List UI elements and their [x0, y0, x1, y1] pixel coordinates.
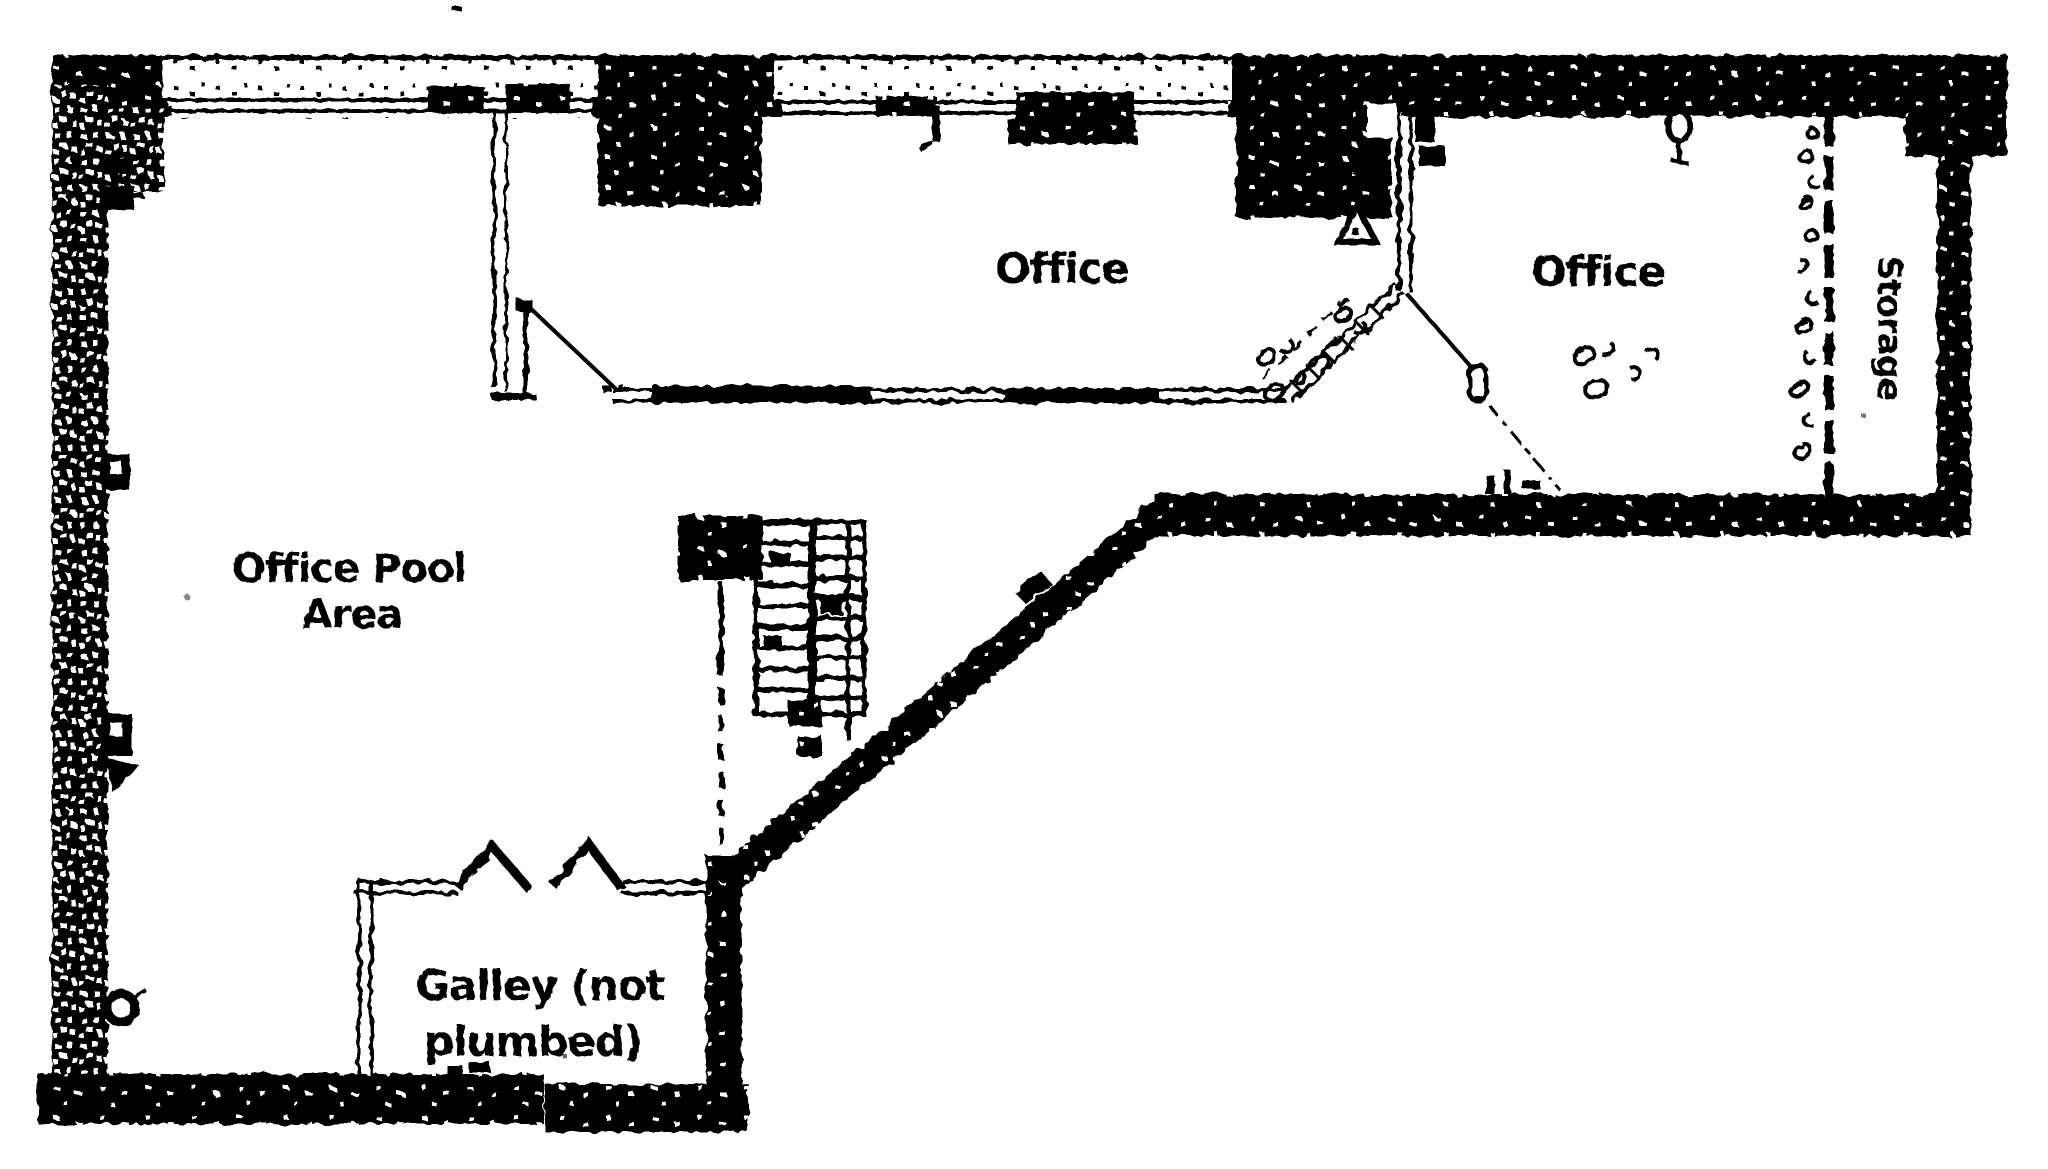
door-swing-icon	[549, 835, 626, 892]
warning-triangle-outline-icon	[1333, 199, 1381, 245]
stray-speck	[452, 6, 461, 11]
door-swing-icon	[453, 839, 533, 892]
handwritten-note-scribble	[1572, 340, 1661, 400]
stairs-landing-block	[678, 516, 762, 580]
office-right-label: Office	[1531, 247, 1665, 296]
switch-mark	[1415, 116, 1435, 142]
wall-outlet-icon	[102, 454, 130, 490]
office-top-label: Office	[995, 244, 1129, 293]
top-wall-pier-left	[598, 100, 762, 206]
mid-horizontal-wall	[1155, 494, 1971, 536]
galley-label-line2: plumbed)	[424, 1017, 642, 1066]
tick-mark	[1522, 480, 1540, 489]
tick-mark	[1486, 476, 1495, 495]
tick-mark	[1504, 470, 1511, 494]
office-pool-label-line1: Office Pool	[232, 546, 466, 592]
ceiling-fixture-icon	[1665, 108, 1693, 166]
door-stop-dot	[617, 384, 623, 389]
handwritten-note-scribble	[1256, 306, 1368, 403]
storage-label: Storage	[1869, 256, 1909, 400]
door-stop-dot	[602, 386, 611, 392]
window-bands	[162, 60, 1397, 138]
stray-speck	[562, 1054, 567, 1058]
right-wall	[1937, 150, 1971, 504]
office-pool-label-line2: Area	[302, 592, 403, 638]
window-band	[774, 60, 1232, 122]
angled-partition-right	[1405, 292, 1562, 491]
stairs	[678, 516, 1052, 900]
diagonal-wall-bump	[1014, 570, 1052, 604]
galley-walls	[355, 835, 710, 1080]
wall-circle-fixture-icon	[102, 988, 148, 1027]
diagonal-wall	[720, 498, 1175, 889]
ceiling-fixture-icon	[918, 106, 940, 153]
bottom-wall-galley	[545, 1084, 749, 1132]
stray-speck	[184, 594, 190, 600]
warning-triangle-solid-icon	[1352, 148, 1380, 174]
office-left-partition	[492, 112, 536, 400]
switch-mark	[1419, 146, 1445, 166]
handwritten-note-scribble	[1788, 125, 1822, 461]
wall-outlet-icon	[102, 714, 140, 792]
door-swing-icon	[527, 305, 618, 391]
fixtures	[100, 6, 1866, 1087]
wall-outlet-icon	[100, 158, 144, 210]
room-labels: Office Office Storage Office Pool Area G…	[232, 244, 1909, 1066]
galley-floor-mark	[447, 1062, 490, 1087]
window-band	[162, 60, 598, 118]
office-bottom-wall	[612, 386, 1286, 403]
top-wall-notch	[1367, 104, 1397, 138]
top-left-corner-wall	[52, 108, 164, 192]
interior-walls	[355, 108, 1834, 1080]
galley-label-line1: Galley (not	[415, 961, 665, 1010]
top-right-corner-wall	[1905, 58, 2007, 156]
doorway-jamb	[1467, 363, 1489, 403]
left-wall	[52, 85, 108, 1085]
vertical-partition	[1397, 108, 1413, 292]
stray-speck	[1862, 414, 1866, 418]
